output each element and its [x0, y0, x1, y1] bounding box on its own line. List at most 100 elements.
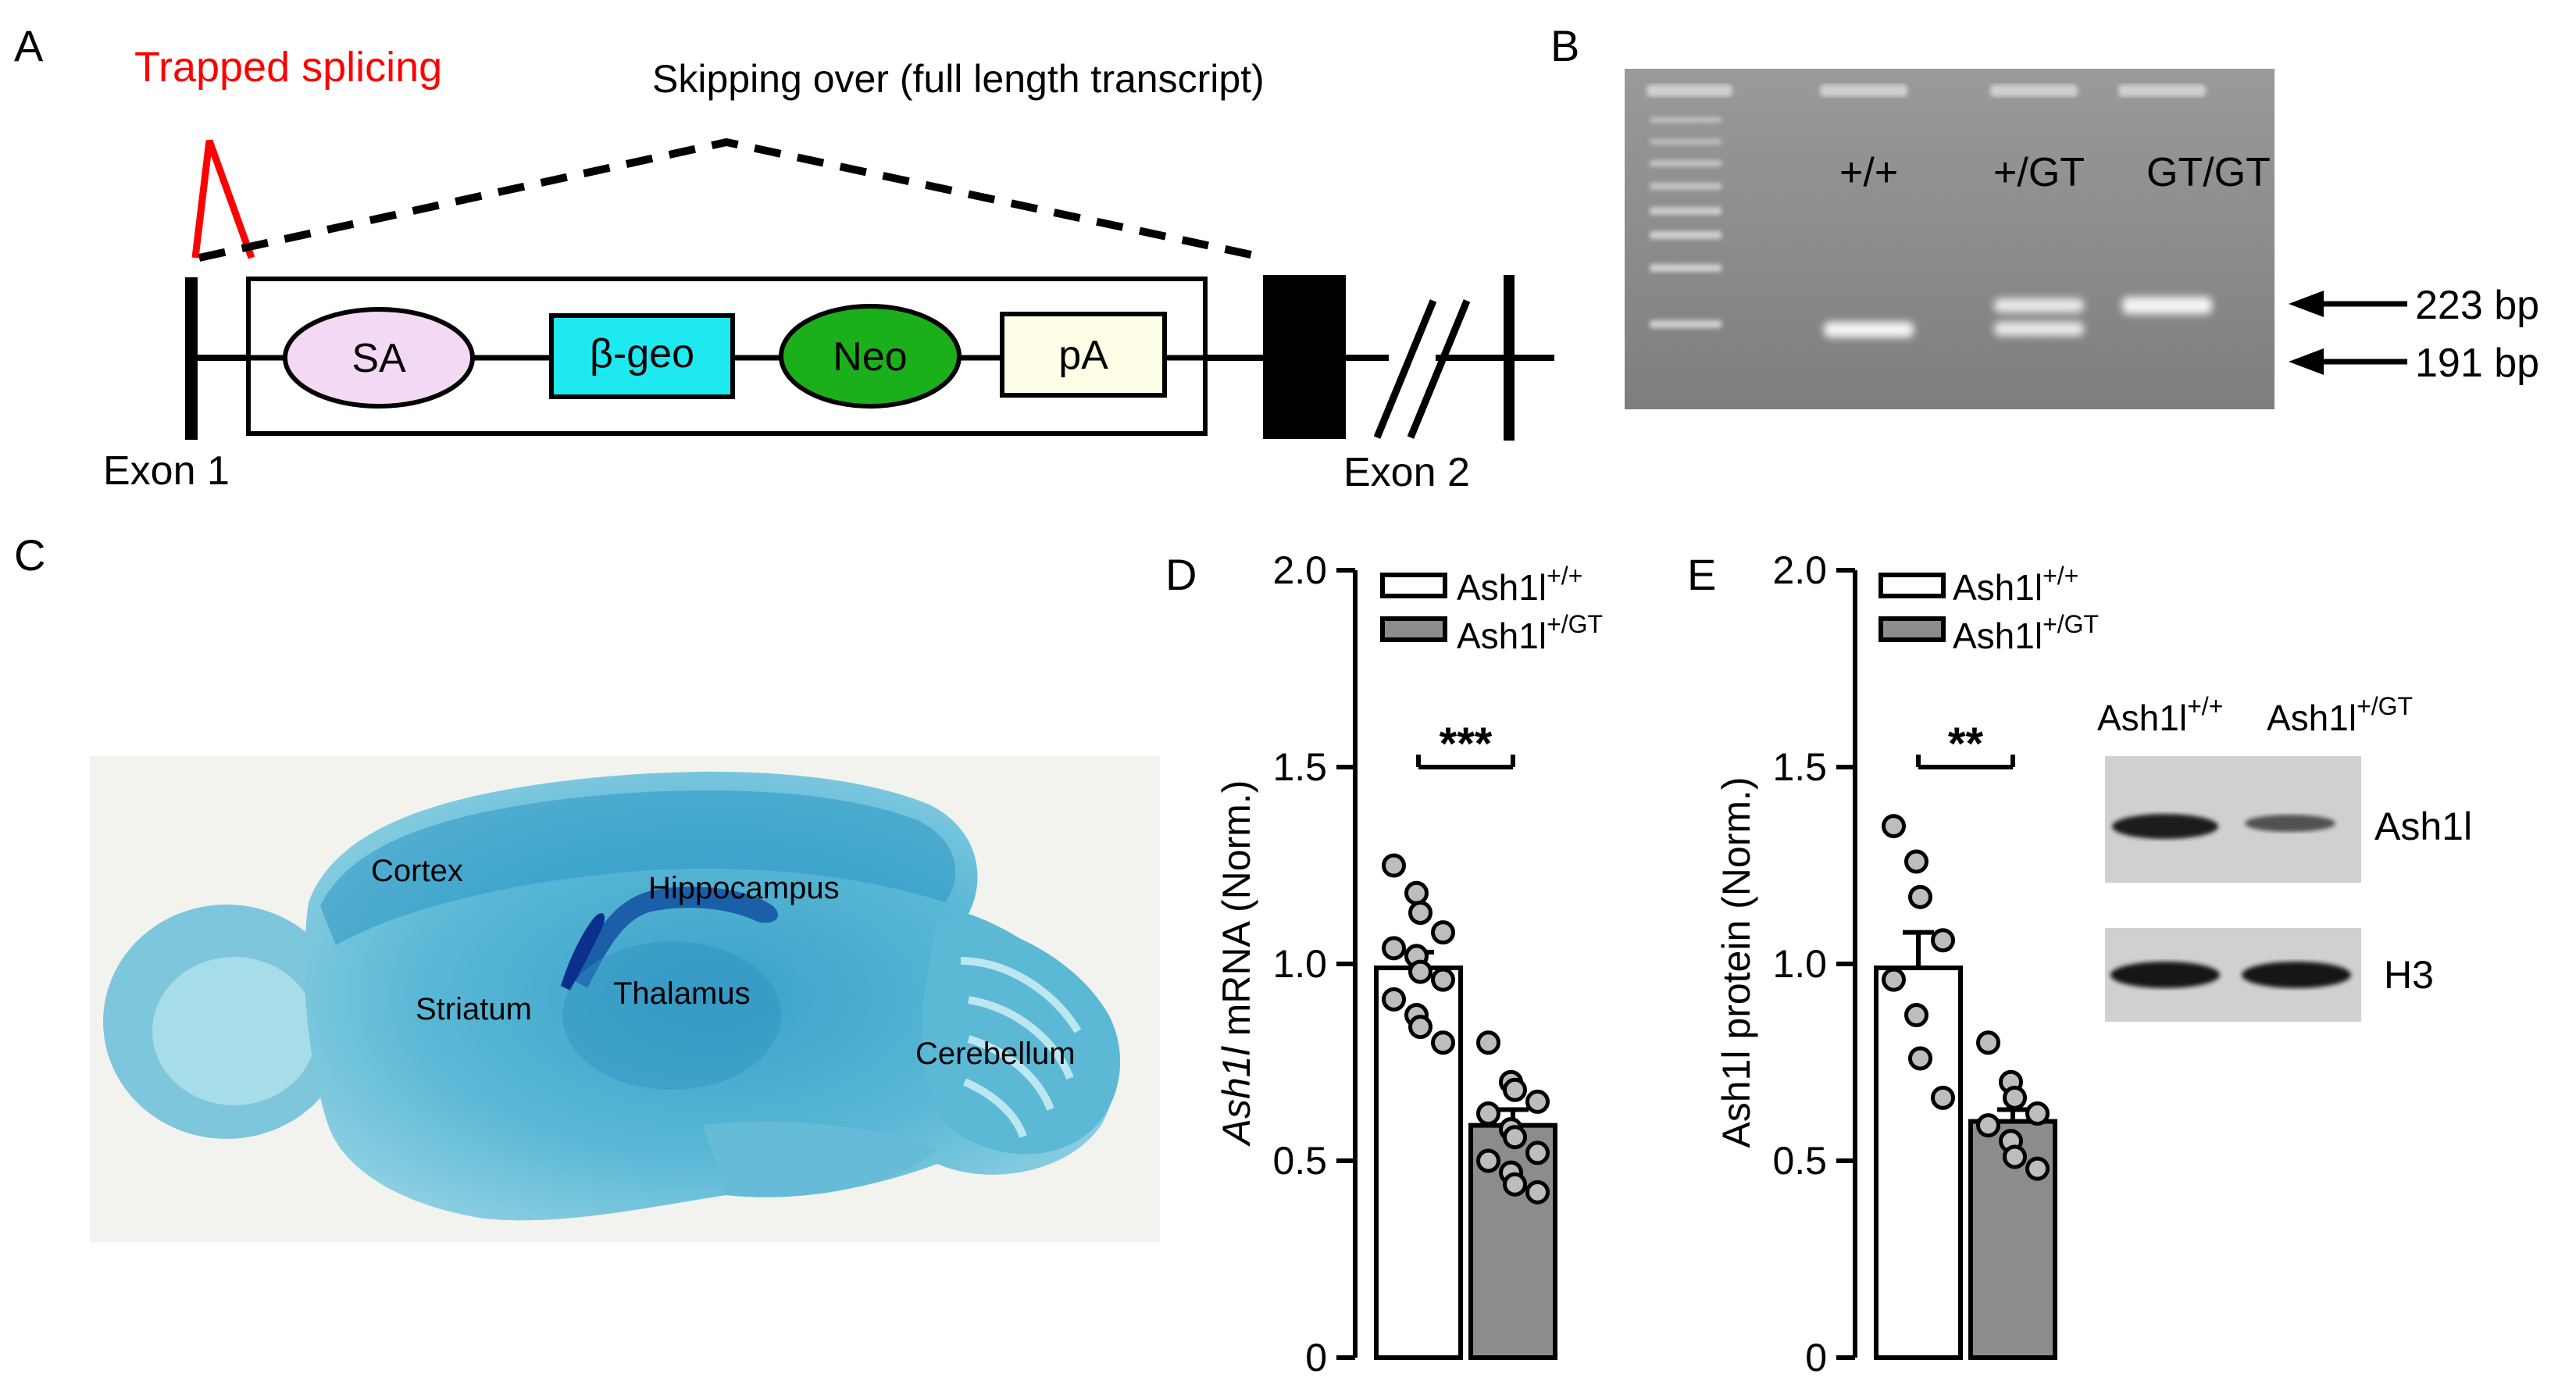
- panel-d-ylabel-gene: Ash1l: [1215, 1045, 1258, 1147]
- sa-label: SA: [351, 336, 406, 381]
- data-point: [1431, 967, 1455, 992]
- y-tick-label: 1.5: [1772, 745, 1827, 789]
- blot-label-ash1l: Ash1l: [2374, 805, 2472, 848]
- y-tick-label: 2.0: [1772, 548, 1827, 592]
- y-tick-label: 1.0: [1272, 942, 1327, 986]
- gel-image: [1625, 69, 2275, 409]
- sample-bands: [1824, 297, 2212, 337]
- exon1-bar: [185, 277, 198, 440]
- brain-region-labels: Cortex Hippocampus Striatum Thalamus Cer…: [371, 854, 1076, 1071]
- neo-element: [779, 304, 962, 409]
- data-point: [1882, 967, 1906, 992]
- blot-header-wt-base: Ash1l: [2097, 698, 2187, 738]
- region-striatum: Striatum: [416, 992, 532, 1026]
- legend-swatch-wt: [1380, 573, 1447, 598]
- skipping-dashed-line: [198, 137, 1267, 262]
- y-tick-label: 1.0: [1772, 942, 1827, 986]
- band-arrows: [2289, 291, 2407, 375]
- legend-swatch-wt-e: [1878, 573, 1946, 598]
- y-tick-label: 2.0: [1272, 548, 1327, 592]
- data-point: [1525, 1180, 1550, 1205]
- data-point: [1476, 1101, 1500, 1126]
- legend-swatch-het: [1380, 616, 1447, 642]
- exon2-label: Exon 2: [1343, 450, 1470, 495]
- legend-wt-sup: +/+: [1547, 562, 1582, 590]
- exon-end-bar: [1504, 275, 1515, 441]
- data-point: [1931, 1085, 1955, 1110]
- data-point: [2025, 1156, 2050, 1181]
- panel-d-significance: ***: [1416, 719, 1515, 769]
- panel-d-axis: 00.51.01.52.0: [1272, 548, 1358, 1380]
- region-cortex: Cortex: [371, 854, 463, 888]
- blot-header-wt-sup: +/+: [2187, 692, 2223, 720]
- data-point: [1408, 959, 1432, 984]
- y-tick-label: 0: [1805, 1336, 1827, 1380]
- western-blot: Ash1l+/+ Ash1l+/GT Ash1l H3: [2097, 692, 2472, 1022]
- y-tick-label: 0.5: [1772, 1139, 1827, 1183]
- panel-d-ylabel-rest: mRNA (Norm.): [1215, 780, 1258, 1048]
- data-point: [1976, 1113, 2000, 1138]
- panel-e-points: [1882, 814, 2050, 1181]
- exon1-label: Exon 1: [103, 448, 230, 494]
- panel-a-letter: A: [14, 21, 44, 70]
- panel-e-significance: **: [1916, 719, 2015, 769]
- data-point: [1382, 987, 1406, 1012]
- blot-ash1l-band-wt: [2112, 814, 2218, 839]
- blot-h3-band-wt: [2110, 962, 2220, 988]
- blot-header-het-sup: +/GT: [2357, 692, 2413, 720]
- break-mark-2b: [1407, 299, 1471, 439]
- brain-sagittal-section: [103, 771, 1121, 1221]
- panel-e: E Ash1l protein (Norm.) 00.51.01.52.0 **…: [1687, 548, 2472, 1380]
- blot-h3-band-het: [2242, 962, 2351, 988]
- lane-label-het: +/GT: [1993, 150, 2085, 195]
- trapped-splicing-label: Trapped splicing: [134, 44, 442, 91]
- data-point: [1382, 853, 1406, 878]
- data-point: [1382, 936, 1406, 961]
- data-point: [1908, 1046, 1932, 1071]
- skipping-over-label: Skipping over (full length transcript): [652, 57, 1265, 101]
- panel-e-y-axis-label: Ash1l protein (Norm.): [1714, 776, 1758, 1148]
- bgeo-label: β-geo: [590, 331, 694, 377]
- lane-labels: +/+ +/GT GT/GT: [1839, 150, 2271, 195]
- data-point: [1904, 849, 1928, 874]
- blot-header-het: Ash1l+/GT: [2267, 692, 2413, 738]
- blot-header-wt: Ash1l+/+: [2097, 692, 2223, 738]
- data-point: [1431, 920, 1455, 945]
- neo-label: Neo: [833, 334, 907, 380]
- bar: [1874, 965, 1963, 1361]
- region-hippocampus: Hippocampus: [648, 871, 840, 905]
- panel-d-legend: Ash1l+/+ Ash1l+/GT: [1380, 562, 1603, 656]
- panel-b-letter: B: [1550, 21, 1579, 70]
- legend-label-het: Ash1l+/GT: [1457, 610, 1603, 656]
- ladder-lane: [1650, 117, 1721, 328]
- sig-stars: ***: [1440, 719, 1493, 769]
- data-point: [1904, 1003, 1928, 1028]
- data-point: [1503, 1125, 1527, 1150]
- data-point: [2025, 1101, 2050, 1126]
- data-point: [1525, 1140, 1550, 1165]
- data-point: [2003, 1085, 2027, 1110]
- pa-element: [1000, 312, 1167, 398]
- sig-stars: **: [1948, 719, 1984, 769]
- legend-het-base: Ash1l: [1457, 616, 1547, 656]
- panel-d-y-axis-label: Ash1l mRNA (Norm.): [1215, 780, 1258, 1148]
- trapped-splicing-line: [191, 139, 255, 259]
- panel-c: C Corte: [14, 530, 1160, 1242]
- data-point: [1431, 1030, 1455, 1055]
- data-point: [1408, 1015, 1432, 1040]
- data-point: [1503, 1077, 1527, 1102]
- legend-wt-base-e: Ash1l: [1953, 567, 2043, 608]
- data-point: [2003, 1144, 2027, 1169]
- data-point: [1908, 884, 1932, 909]
- data-point: [1882, 814, 1906, 839]
- band-label-191: 191 bp: [2415, 341, 2539, 386]
- region-cerebellum: Cerebellum: [915, 1037, 1076, 1071]
- legend-label-wt: Ash1l+/+: [1457, 562, 1582, 608]
- legend-swatch-het-e: [1878, 616, 1946, 642]
- lane-label-wt: +/+: [1839, 150, 1898, 195]
- band-label-223: 223 bp: [2415, 283, 2539, 328]
- lane-label-hom: GT/GT: [2146, 150, 2271, 195]
- y-tick-label: 0.5: [1272, 1139, 1327, 1183]
- panel-e-bars: [1874, 930, 2057, 1361]
